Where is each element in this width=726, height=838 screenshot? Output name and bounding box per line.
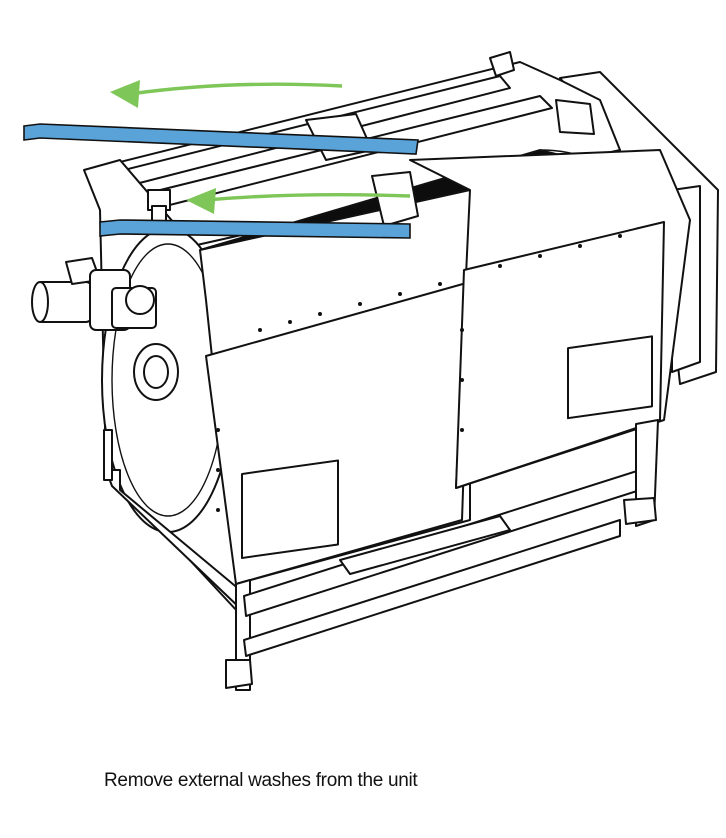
lower-arrow [205, 192, 411, 202]
upper-wash-bar [23, 123, 419, 155]
motor-unit [31, 257, 157, 331]
wash-bars [23, 123, 419, 239]
instruction-caption: Remove external washes from the unit [104, 770, 418, 791]
front-cover-left [199, 189, 471, 585]
upper-arrow [129, 82, 343, 96]
top-frame [87, 51, 621, 261]
machine-illustration [23, 51, 719, 691]
rivets [216, 234, 622, 512]
lower-wash-bar [99, 219, 411, 239]
support-frame [103, 419, 659, 691]
removal-arrows [110, 80, 411, 214]
